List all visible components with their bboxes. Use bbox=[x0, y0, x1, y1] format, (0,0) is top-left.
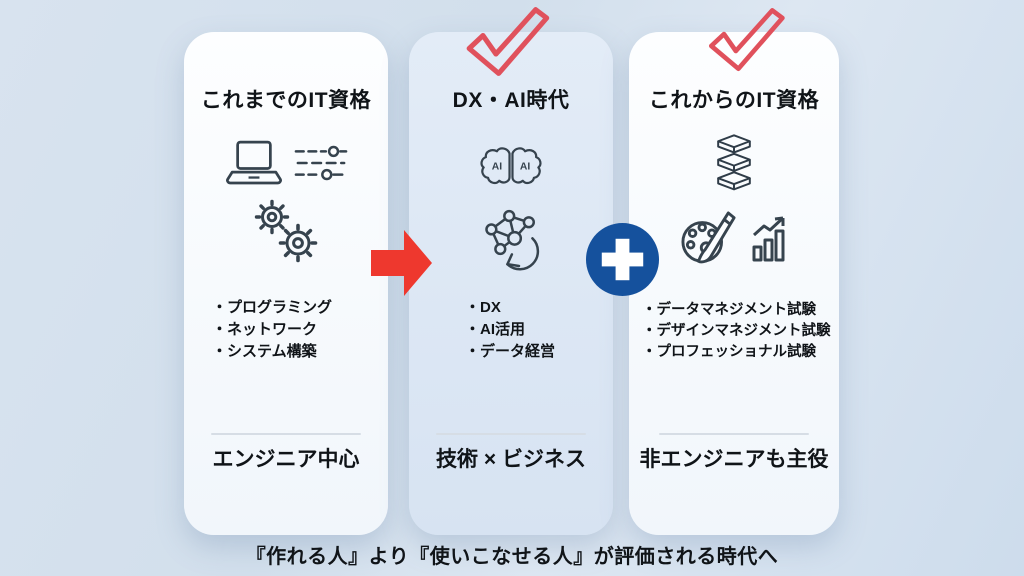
list-item-label: データ経営 bbox=[480, 343, 556, 360]
card-footer-label: 非エンジニアも主役 bbox=[639, 448, 829, 471]
bullet: ・ bbox=[465, 321, 481, 338]
list-item: ・システム構築 bbox=[212, 341, 332, 363]
bullet: ・ bbox=[212, 299, 228, 316]
list-item: ・データマネジメント試験 bbox=[642, 300, 831, 321]
icon-row bbox=[629, 210, 839, 268]
list-item: ・デザインマネジメント試験 bbox=[642, 321, 831, 342]
list-item-label: プログラミング bbox=[227, 299, 333, 316]
palette-brush-icon bbox=[681, 211, 736, 264]
bullet: ・ bbox=[212, 343, 228, 360]
divider bbox=[659, 433, 809, 435]
list-item-label: データマネジメント試験 bbox=[656, 302, 817, 318]
growth-chart-icon bbox=[752, 216, 785, 262]
arrow-right-icon bbox=[371, 230, 432, 296]
bullet: ・ bbox=[465, 343, 481, 360]
list-item: ・ネットワーク bbox=[212, 319, 332, 341]
list-item: ・AI活用 bbox=[465, 319, 555, 341]
list-item: ・プロフェッショナル試験 bbox=[642, 342, 831, 363]
tagline: 『作れる人』より『使いこなせる人』が評価される時代へ bbox=[245, 546, 779, 568]
card-title: DX・AI時代 bbox=[452, 89, 570, 112]
checkmark-icon bbox=[708, 8, 785, 72]
feature-list: ・プログラミング ・ネットワーク ・システム構築 bbox=[212, 297, 332, 363]
plus-icon bbox=[585, 222, 660, 297]
bullet: ・ bbox=[642, 323, 657, 339]
ai-brain-icon: AI AI bbox=[480, 147, 542, 185]
card-past-it-certs: これまでのIT資格 bbox=[184, 32, 388, 535]
icon-row bbox=[184, 135, 388, 191]
bullet: ・ bbox=[642, 302, 657, 318]
list-item-label: DX bbox=[480, 299, 501, 316]
checkmark-icon bbox=[466, 7, 550, 76]
layers-icon bbox=[717, 134, 751, 191]
card-footer-label: 技術 × ビジネス bbox=[436, 448, 586, 471]
divider bbox=[436, 433, 586, 435]
feature-list: ・データマネジメント試験 ・デザインマネジメント試験 ・プロフェッショナル試験 bbox=[642, 300, 831, 363]
gears-icon bbox=[254, 199, 318, 263]
list-item-label: AI活用 bbox=[480, 321, 526, 338]
card-dx-ai-era: DX・AI時代 AI AI bbox=[409, 32, 613, 535]
laptop-icon bbox=[226, 140, 282, 185]
list-item: ・データ経営 bbox=[465, 341, 555, 363]
list-item-label: ネットワーク bbox=[227, 321, 318, 338]
sliders-icon bbox=[294, 145, 348, 181]
divider bbox=[211, 433, 361, 435]
network-refresh-icon bbox=[485, 209, 540, 271]
icon-row: AI AI bbox=[409, 140, 613, 192]
icon-row bbox=[184, 198, 388, 266]
bullet: ・ bbox=[212, 321, 228, 338]
bullet: ・ bbox=[465, 299, 481, 316]
list-item: ・プログラミング bbox=[212, 297, 332, 319]
list-item: ・DX bbox=[465, 297, 555, 319]
feature-list: ・DX ・AI活用 ・データ経営 bbox=[465, 297, 555, 363]
card-footer-label: エンジニア中心 bbox=[212, 448, 360, 471]
list-item-label: プロフェッショナル試験 bbox=[656, 344, 817, 360]
icon-row bbox=[629, 134, 839, 192]
svg-text:AI: AI bbox=[520, 162, 530, 173]
list-item-label: デザインマネジメント試験 bbox=[656, 323, 831, 339]
card-title: これからのIT資格 bbox=[648, 89, 820, 112]
card-future-it-certs: これからのIT資格 bbox=[629, 32, 839, 535]
bullet: ・ bbox=[642, 344, 657, 360]
list-item-label: システム構築 bbox=[227, 343, 317, 360]
card-title: これまでのIT資格 bbox=[200, 89, 372, 112]
icon-row bbox=[409, 208, 613, 274]
svg-text:AI: AI bbox=[492, 162, 502, 173]
